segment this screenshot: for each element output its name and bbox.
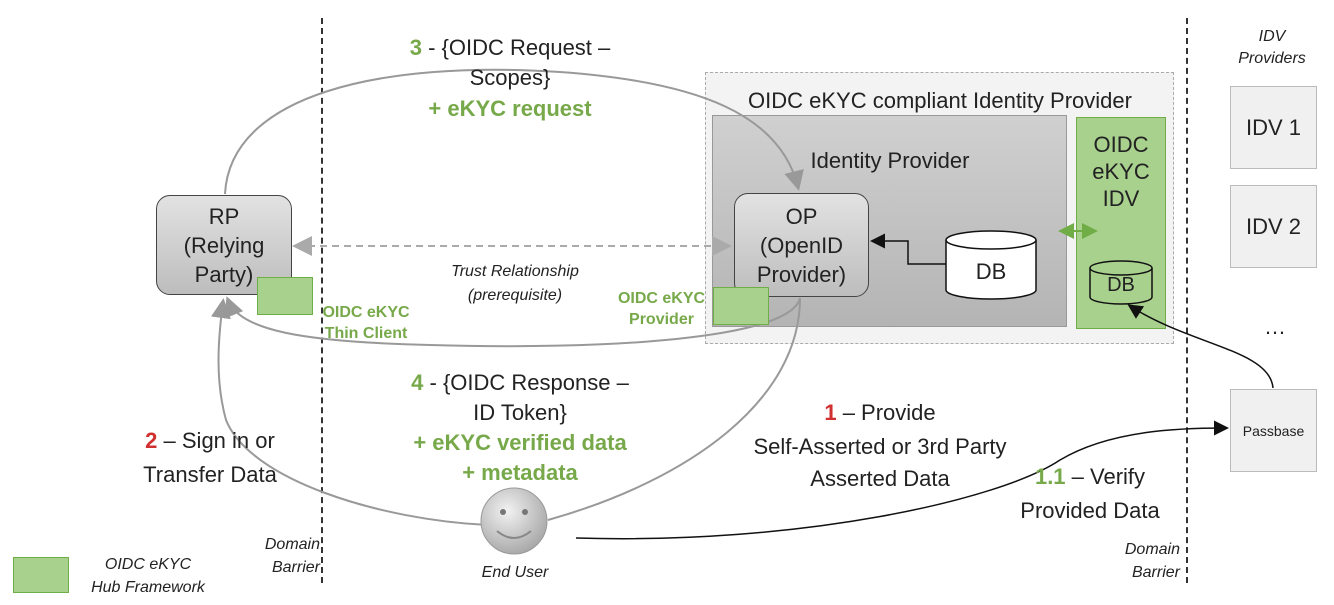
thin-client-label: OIDC eKYC Thin Client — [322, 304, 410, 342]
identity-provider-title: Identity Provider — [810, 148, 970, 173]
step-2-text: – Sign in or — [157, 428, 275, 453]
step-1-text: – Provide — [836, 400, 936, 425]
step-1-1-number: 1.1 — [1034, 464, 1066, 489]
step-3-extra: + eKYC request — [428, 96, 592, 121]
step-4-number: 4 — [411, 370, 424, 395]
db-to-op-arrow — [870, 233, 946, 265]
idv-providers-header: IDV Providers — [1238, 28, 1306, 67]
idv-provider-1-box: IDV 1 — [1230, 86, 1317, 169]
step-3-label: 3 - {OIDC Request – Scopes} — [360, 33, 660, 93]
thin-client-component — [257, 277, 313, 315]
sign-in-arc — [210, 298, 489, 526]
idv-provider-2-label: IDV 2 — [1245, 214, 1302, 239]
end-user-label: End User — [481, 564, 549, 581]
step-1-number: 1 — [824, 400, 837, 425]
legend-label: OIDC eKYC Hub Framework — [91, 556, 205, 596]
step-1-1-detail: Provided Data — [1020, 498, 1160, 523]
step-3-text: - {OIDC Request – Scopes} — [428, 35, 611, 90]
domain-barrier-line-left — [321, 18, 323, 583]
step-2-number: 2 — [145, 428, 158, 453]
trust-relationship-label: Trust Relationship (prerequisite) — [451, 263, 579, 304]
passbase-label: Passbase — [1242, 422, 1305, 439]
ekyc-provider-label: OIDC eKYC Provider — [617, 290, 706, 328]
idv-db-label: DB — [1107, 274, 1135, 296]
response-arc — [224, 296, 801, 348]
step-1-detail: Self-Asserted or 3rd Party Asserted Data — [753, 434, 1007, 491]
user-to-passbase-arrow — [575, 420, 1229, 540]
step-1-label: 1 – Provide — [740, 400, 1020, 426]
domain-barrier-line-right — [1186, 18, 1188, 583]
step-4-extra-metadata: + metadata — [462, 460, 578, 485]
legend-swatch — [13, 557, 69, 593]
domain-barrier-label-left: Domain Barrier — [264, 536, 320, 576]
passbase-box: Passbase — [1230, 389, 1317, 472]
more-providers-ellipsis: … — [1264, 314, 1286, 339]
db-label: DB — [975, 259, 1007, 284]
end-user-icon — [480, 487, 548, 555]
op-to-user-line — [547, 297, 801, 521]
idv-db-cylinder — [1089, 260, 1153, 305]
step-3-number: 3 — [409, 35, 422, 60]
idv-provider-1-label: IDV 1 — [1245, 115, 1302, 140]
idv-provider-2-box: IDV 2 — [1230, 185, 1317, 268]
step-2-detail: Transfer Data — [143, 462, 277, 487]
step-2-label: 2 – Sign in or — [120, 428, 300, 454]
step-1-1-label: 1.1 – Verify — [1000, 464, 1180, 490]
domain-barrier-label-right: Domain Barrier — [1124, 541, 1180, 581]
passbase-to-idv-db-arrow — [1127, 304, 1274, 389]
step-4-extra-verified: + eKYC verified data — [413, 430, 627, 455]
ekyc-identity-provider-title: OIDC eKYC compliant Identity Provider — [748, 88, 1132, 113]
db-cylinder — [945, 230, 1037, 300]
step-4-text: - {OIDC Response – ID Token} — [429, 370, 629, 425]
op-box: OP (OpenID Provider) — [734, 193, 869, 297]
ekyc-idv-label: OIDC eKYC IDV — [1092, 132, 1150, 211]
step-4-label: 4 - {OIDC Response – ID Token} — [370, 368, 670, 428]
ekyc-provider-component — [713, 287, 769, 325]
request-arc — [224, 68, 804, 195]
step-1-1-text: – Verify — [1065, 464, 1146, 489]
